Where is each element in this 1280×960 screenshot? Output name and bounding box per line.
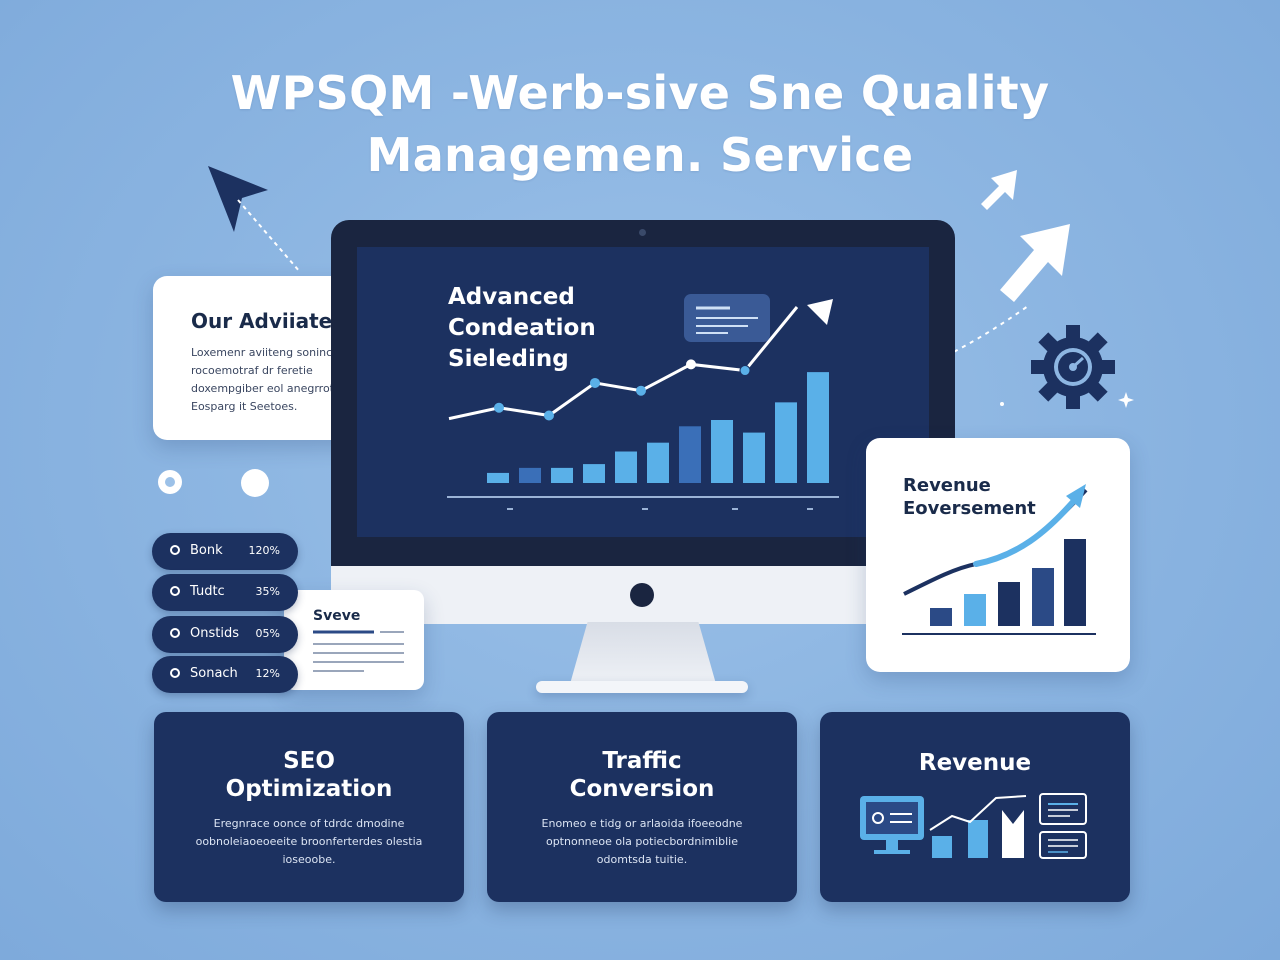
- circle-icon: [170, 628, 180, 638]
- chart-bar: [711, 420, 733, 483]
- circle-icon: [170, 668, 180, 678]
- gear-icon: [1031, 325, 1115, 409]
- monitor-logo-dot: [630, 583, 654, 607]
- list-item-value: 35%: [255, 585, 280, 598]
- revenue-mini-chart: [902, 484, 1096, 635]
- chart-bar: [647, 442, 669, 483]
- seo-card-text: Eregnrace oonce of tdrdc dmodine oobnole…: [195, 817, 423, 866]
- advantage-text: Loxemenr aviiteng sonincare eibe rocoemo…: [191, 346, 378, 413]
- revenue-bar: [964, 594, 986, 626]
- chart-bar: [583, 464, 605, 483]
- monitor-icon: [860, 796, 924, 854]
- revenue-bar: [1032, 568, 1054, 626]
- chart-bar: [551, 467, 573, 483]
- sparkle-icon: [1118, 392, 1134, 408]
- circle-decoration: [241, 469, 269, 497]
- camera-dot: [639, 229, 646, 236]
- chart-point: [686, 359, 696, 370]
- circle-icon: [170, 545, 180, 555]
- revenue-illustration: [860, 793, 1087, 859]
- chart-bar: [679, 426, 701, 483]
- revenue-bar: [1064, 539, 1086, 626]
- bar-chart-icon: [929, 795, 1027, 858]
- traffic-card-heading: Traffic Conversion: [569, 748, 715, 802]
- circle-icon: [170, 586, 180, 596]
- list-item-label: Bonk: [190, 543, 223, 558]
- ring-decoration: [158, 470, 182, 494]
- screen-heading: Advanced Condeation Sieleding: [448, 284, 596, 372]
- list-item[interactable]: Sonach 12%: [152, 656, 298, 693]
- page-title: WPSQM -Werb-sive Sne Quality Managemen. …: [230, 66, 1050, 182]
- traffic-card[interactable]: Traffic Conversion Enomeo e tidg or arla…: [487, 712, 797, 902]
- list-item-value: 120%: [248, 544, 280, 557]
- seo-card-heading: SEO Optimization: [225, 748, 393, 802]
- chart-point: [590, 377, 600, 388]
- severe-heading: Sveve: [313, 608, 361, 624]
- chart-line: [448, 306, 799, 421]
- chart-bar: [519, 467, 541, 483]
- revenue-card-heading: Revenue Eoversement: [903, 475, 1036, 519]
- sparkle-dot: [1000, 402, 1004, 406]
- list-item[interactable]: Tudtc 35%: [152, 574, 298, 611]
- chart-point: [636, 385, 646, 396]
- monitor-stand: [570, 622, 716, 684]
- advantage-heading: Our Adviiaten: [191, 309, 347, 333]
- revenue-card: Revenue Eoversement: [866, 438, 1130, 672]
- severe-card: Sveve: [284, 590, 424, 690]
- seo-card[interactable]: SEO Optimization Eregnrace oonce of tdrd…: [154, 712, 464, 902]
- monitor-base: [536, 681, 748, 693]
- revenue-bottom-card[interactable]: Revenue: [820, 712, 1130, 902]
- severe-lines: [313, 630, 404, 672]
- list-item-label: Tudtc: [190, 584, 225, 599]
- list-item-label: Sonach: [190, 666, 238, 681]
- large-arrow-icon: [1000, 224, 1070, 302]
- document-icon: [1039, 793, 1087, 859]
- list-item-label: Onstids: [190, 626, 239, 641]
- list-item[interactable]: Onstids 05%: [152, 616, 298, 653]
- list-item[interactable]: Bonk 120%: [152, 533, 298, 570]
- note-button[interactable]: [684, 294, 770, 342]
- list-item-value: 12%: [255, 667, 280, 680]
- chart-bar: [807, 372, 829, 483]
- chart-bar: [743, 432, 765, 483]
- small-arrow-icon: [981, 170, 1017, 210]
- revenue-bar: [998, 582, 1020, 626]
- revenue-bottom-heading: Revenue: [918, 750, 1032, 776]
- chart-bar: [487, 472, 509, 483]
- chart-arrow-head: [807, 299, 833, 325]
- revenue-bar: [930, 608, 952, 626]
- traffic-card-text: Enomeo e tidg or arlaoida ifoeeodne optn…: [541, 817, 743, 866]
- cursor-arrow-icon: [208, 166, 301, 273]
- screen-chart: [447, 299, 839, 510]
- chart-point: [494, 402, 504, 413]
- list-item-value: 05%: [255, 627, 280, 640]
- chart-bar: [775, 402, 797, 483]
- text-lines-icon: [696, 306, 758, 334]
- chart-point: [739, 365, 751, 377]
- chart-bar: [615, 451, 637, 483]
- chart-point: [544, 410, 554, 421]
